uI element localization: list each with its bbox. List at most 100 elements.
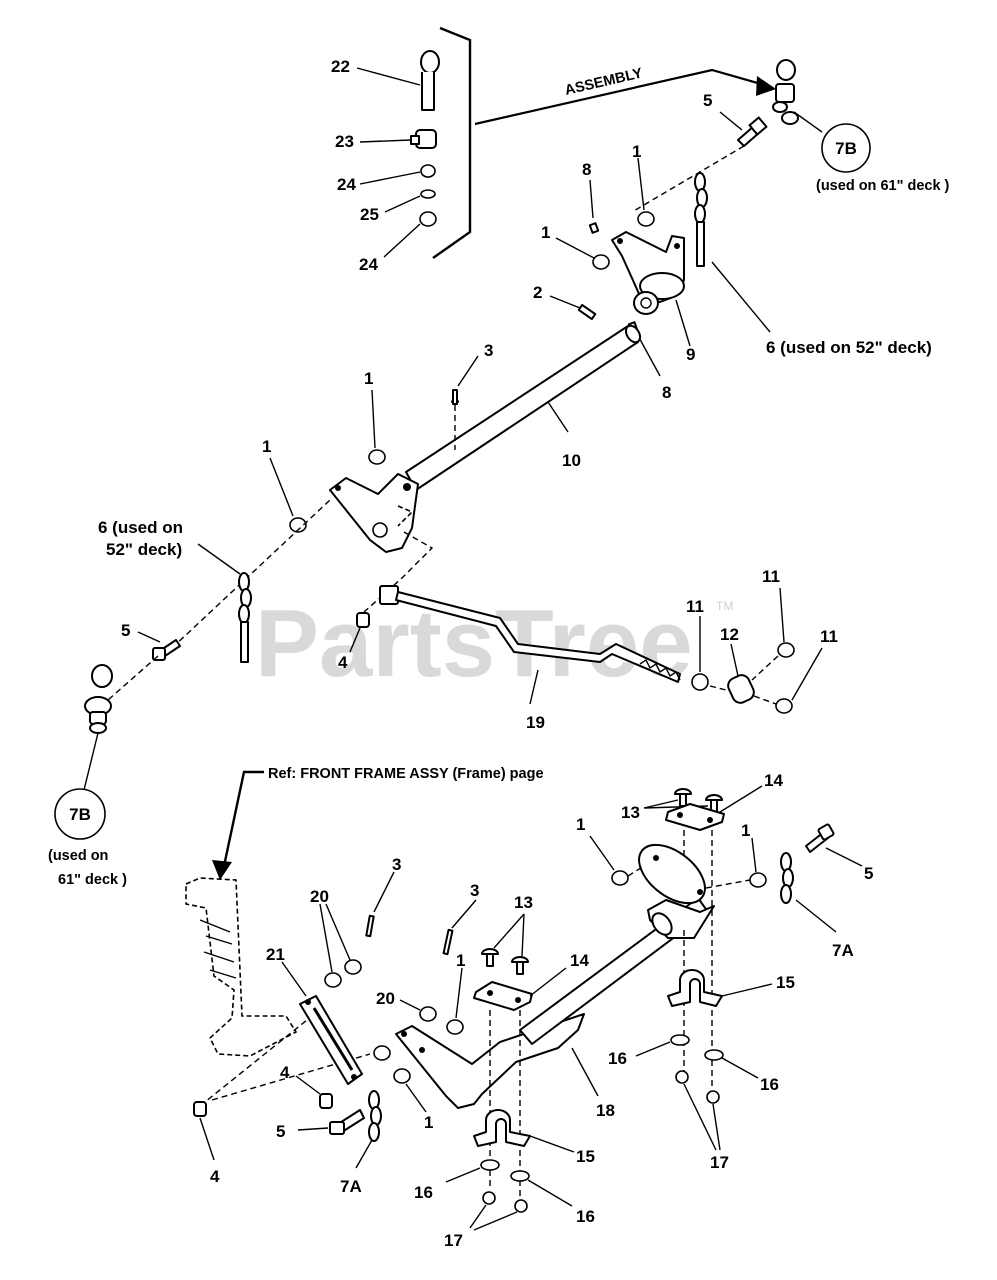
label-5-top: 5 <box>703 91 712 110</box>
label-12: 12 <box>720 625 739 644</box>
nut-1-f <box>749 872 767 888</box>
label-20-mid: 20 <box>376 989 395 1008</box>
cotter-pin-3-lower-left <box>365 914 375 938</box>
pin-8-upper <box>588 222 600 234</box>
nut-1-d <box>289 517 307 533</box>
label-1-a: 1 <box>632 142 641 161</box>
lever-9 <box>611 231 685 315</box>
chain-7a-lower <box>368 1090 382 1142</box>
link-21 <box>299 995 363 1085</box>
nut-24-upper <box>420 164 436 178</box>
label-7a-right: 7A <box>832 941 854 960</box>
label-16-right-b: 16 <box>760 1075 779 1094</box>
washer-16-lower-a <box>480 1159 500 1171</box>
label-24-upper: 24 <box>337 175 356 194</box>
label-16-right-a: 16 <box>608 1049 627 1068</box>
label-6-left-line2: 52" deck) <box>106 540 182 559</box>
label-16-lower-b: 16 <box>576 1207 595 1226</box>
bolt-5-right <box>805 823 835 853</box>
hook-assembly-7b-top <box>772 59 823 133</box>
label-11-c: 11 <box>820 627 838 646</box>
label-17-right: 17 <box>710 1153 729 1172</box>
label-10: 10 <box>562 451 581 470</box>
bushing-4-top <box>356 612 370 628</box>
label-16-lower-a: 16 <box>414 1183 433 1202</box>
ref-note: Ref: FRONT FRAME ASSY (Frame) page <box>268 766 544 782</box>
front-frame-ref <box>185 877 298 1057</box>
nut-1-g <box>446 1019 464 1035</box>
label-17-lower: 17 <box>444 1231 463 1250</box>
nut-11-c <box>775 698 793 714</box>
nut-17-lower-a <box>482 1191 496 1205</box>
washer-16-right-b <box>704 1049 724 1061</box>
label-23: 23 <box>335 132 354 151</box>
label-4-lower-left: 4 <box>210 1167 220 1186</box>
carriage-bolts-13-mid <box>481 948 529 975</box>
callout-circle-7b-left <box>54 788 106 840</box>
label-2: 2 <box>533 283 542 302</box>
label-1-d: 1 <box>262 437 271 456</box>
trunnion-12 <box>727 674 755 704</box>
label-3-top: 3 <box>484 341 493 360</box>
label-5-right: 5 <box>864 864 873 883</box>
label-1-f: 1 <box>741 821 750 840</box>
lift-shaft-10 <box>329 324 642 553</box>
nut-17-lower-b <box>514 1199 528 1213</box>
watermark-trademark: TM <box>716 599 733 613</box>
lift-lever-18 <box>395 843 715 1109</box>
label-24-lower: 24 <box>359 255 378 274</box>
bracket-14-right <box>665 803 725 831</box>
ferrule-23 <box>410 129 437 149</box>
nut-1-c <box>368 449 386 465</box>
cotter-pin-3-top <box>451 389 459 405</box>
label-22: 22 <box>331 57 350 76</box>
label-14-mid: 14 <box>570 951 589 970</box>
bolt-5-lower <box>329 1109 365 1135</box>
washer-16-right-a <box>670 1034 690 1046</box>
hardware-inset <box>356 26 472 259</box>
roll-pin-2 <box>577 303 597 321</box>
callout-7b-top-note: (used on 61" deck ) <box>816 178 950 194</box>
washer-16-lower-b <box>510 1170 530 1182</box>
washer-20-b <box>344 959 362 975</box>
chain-6-top <box>694 172 708 267</box>
bracket-14-mid <box>473 981 533 1011</box>
callout-7b-left-note-1: (used on <box>48 848 108 864</box>
label-11-b: 11 <box>762 567 780 586</box>
label-1-c: 1 <box>364 369 373 388</box>
label-1-e: 1 <box>576 815 585 834</box>
chain-6-left <box>238 572 252 663</box>
label-3-lower-left: 3 <box>392 855 401 874</box>
label-8-upper: 8 <box>582 160 591 179</box>
callout-circle-7b-top <box>821 123 871 173</box>
hook-assembly-7b-left <box>83 664 113 791</box>
clamp-15-right <box>667 969 723 1007</box>
nut-24-lower <box>419 211 437 227</box>
label-15-right: 15 <box>776 973 795 992</box>
bolt-5-top <box>737 116 768 147</box>
bushing-4-lower <box>319 1093 333 1109</box>
nut-1-a <box>637 211 655 227</box>
label-4-top: 4 <box>338 653 348 672</box>
washer-25 <box>420 189 436 199</box>
nut-17-right-a <box>675 1070 689 1084</box>
label-4-lower: 4 <box>280 1063 290 1082</box>
callout-7b-top-label: 7B <box>835 139 857 158</box>
label-13-mid: 13 <box>514 893 533 912</box>
nut-1-b <box>592 254 610 270</box>
label-8-lower: 8 <box>662 383 671 402</box>
lift-rod-19 <box>379 585 681 683</box>
label-21: 21 <box>266 945 285 964</box>
nut-11-b <box>777 642 795 658</box>
label-5-left: 5 <box>121 621 130 640</box>
callout-7b-left-note-2: 61" deck ) <box>58 872 127 888</box>
label-6-left-line1: 6 (used on <box>98 518 183 537</box>
label-14-right: 14 <box>764 771 783 790</box>
bushing-4-lower-left <box>193 1101 207 1117</box>
label-13-right: 13 <box>621 803 640 822</box>
callout-7b-left-label: 7B <box>69 805 91 824</box>
label-18: 18 <box>596 1101 615 1120</box>
nut-11-a <box>691 673 709 691</box>
label-5-lower: 5 <box>276 1122 285 1141</box>
